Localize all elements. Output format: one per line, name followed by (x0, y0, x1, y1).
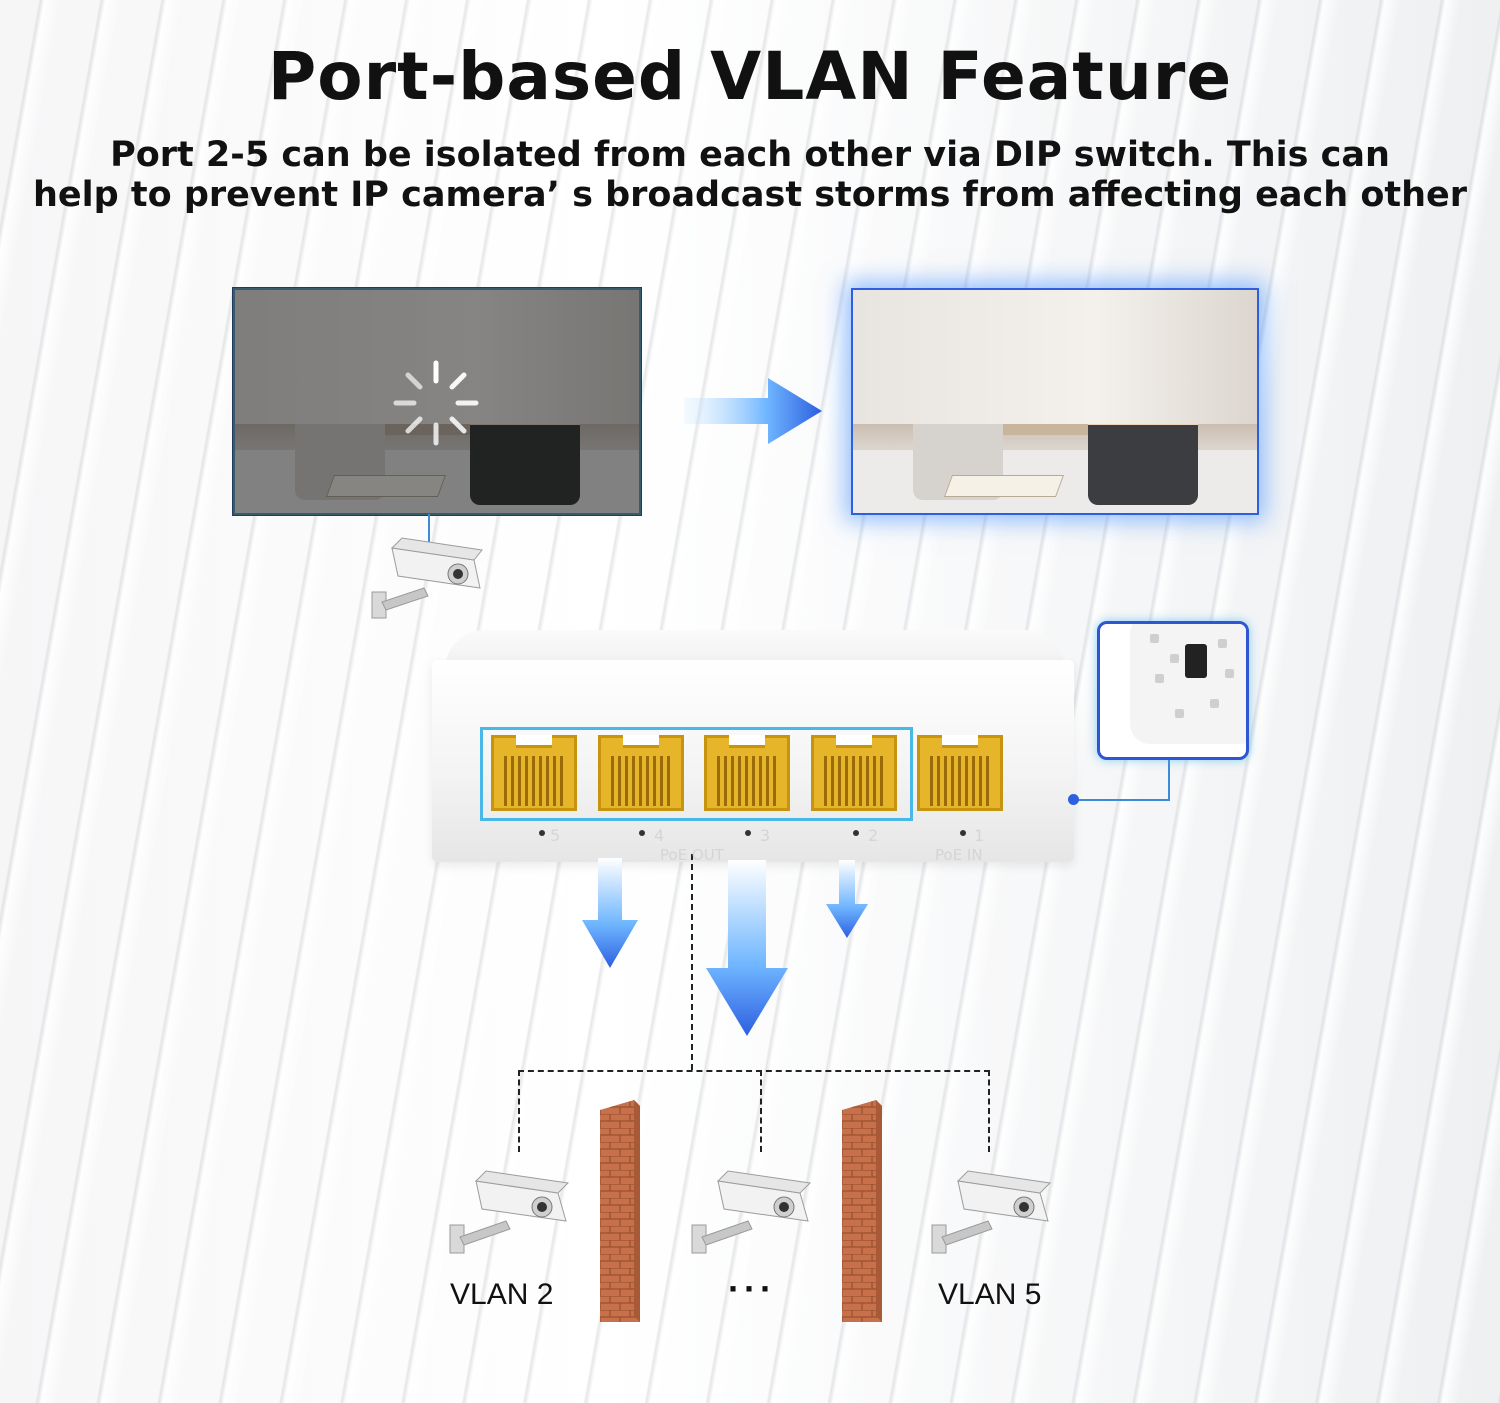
vlan-2-label: VLAN 2 (450, 1278, 554, 1311)
down-arrow-icon (582, 858, 638, 968)
port-number: 4 (654, 826, 665, 845)
port-number: 2 (868, 826, 879, 845)
brick-wall-icon (842, 1100, 882, 1322)
port-3 (704, 735, 790, 811)
dip-switch-closeup (1097, 621, 1249, 760)
camera-view-lagging (233, 288, 641, 515)
dashed-drop-line (760, 1070, 762, 1152)
poe-in-label: PoE IN (935, 846, 983, 864)
security-camera-icon (691, 1170, 812, 1254)
dashed-drop-line (988, 1070, 990, 1152)
port-led (639, 830, 645, 836)
page-subtitle: Port 2-5 can be isolated from each other… (20, 135, 1480, 215)
security-camera-icon (449, 1170, 570, 1254)
port-number: 3 (760, 826, 771, 845)
port-4 (598, 735, 684, 811)
room-wall (235, 290, 639, 424)
dip-switch-icon (1185, 644, 1207, 678)
subtitle-line-2: help to prevent IP camera’ s broadcast s… (32, 175, 1468, 215)
brick-wall-icon (600, 1100, 640, 1322)
port-2 (811, 735, 897, 811)
loading-spinner-icon (393, 360, 479, 446)
right-arrow-icon (684, 378, 822, 444)
poe-out-label: PoE OUT (660, 846, 724, 864)
connector-line (428, 514, 430, 544)
isolated-ports-highlight (480, 727, 913, 821)
book (943, 475, 1065, 497)
port-number: 1 (974, 826, 985, 845)
dashed-drop-line (518, 1070, 520, 1152)
port-5 (491, 735, 577, 811)
down-arrow-icon (826, 860, 868, 938)
port-number: 5 (550, 826, 561, 845)
down-arrow-icon (706, 860, 788, 1036)
port-1 (917, 735, 1003, 811)
dashed-trunk-line (691, 854, 693, 1070)
book (325, 475, 447, 497)
room-wall (853, 290, 1257, 424)
subtitle-line-1: Port 2-5 can be isolated from each other… (110, 135, 1390, 175)
page-title: Port-based VLAN Feature (267, 38, 1233, 115)
camera-view-clear (851, 288, 1259, 515)
vlan-ellipsis: ··· (728, 1268, 776, 1309)
port-led (853, 830, 859, 836)
vlan-5-label: VLAN 5 (938, 1278, 1042, 1311)
security-camera-icon (931, 1170, 1052, 1254)
connector-line (1074, 799, 1170, 801)
port-led (960, 830, 966, 836)
port-led (539, 830, 545, 836)
security-camera-icon (371, 537, 483, 619)
connector-dot (1068, 794, 1079, 805)
port-led (745, 830, 751, 836)
connector-line (1168, 754, 1170, 801)
dashed-branch-line (518, 1070, 990, 1072)
